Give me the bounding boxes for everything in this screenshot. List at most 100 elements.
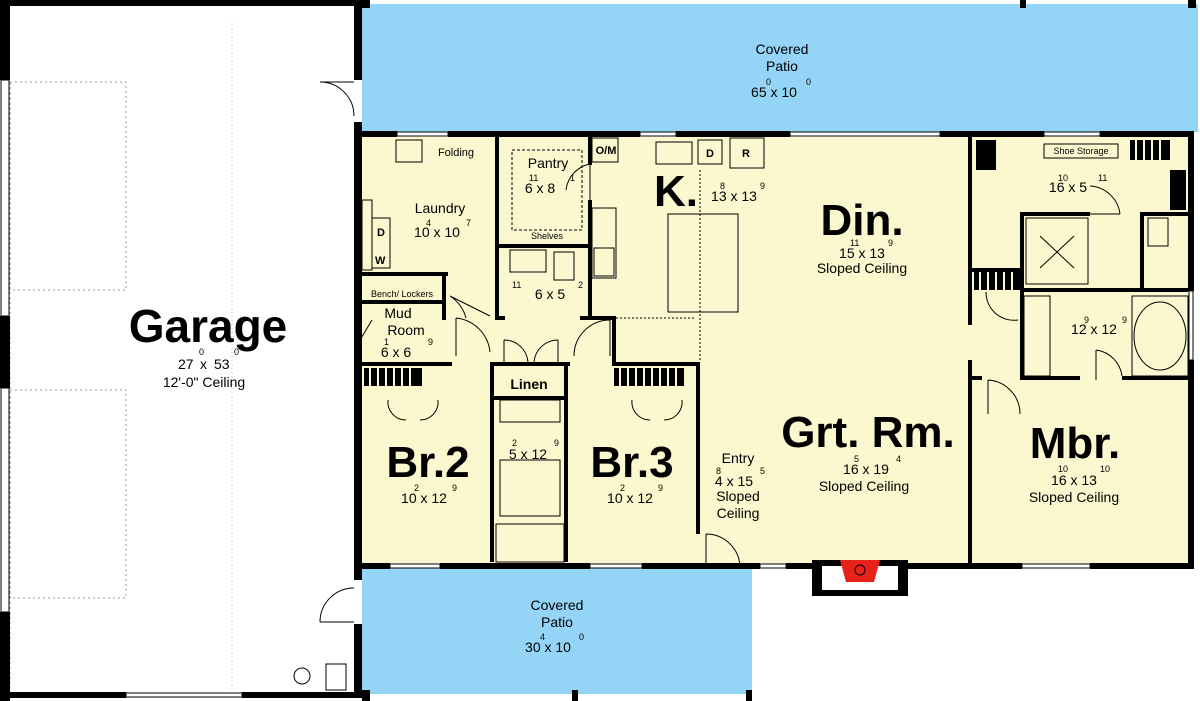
master-dim: 16 x 13 <box>1051 472 1097 488</box>
master-bath-sup1: 9 <box>1084 315 1089 325</box>
garage-dim-w: 27 <box>178 356 194 372</box>
garage-ceiling-note: 12'-0" Ceiling <box>163 374 245 390</box>
master-sup1: 10 <box>1058 464 1068 474</box>
garage-dim-sup1: 0 <box>199 347 204 357</box>
mudroom-sup1: 1 <box>384 337 389 347</box>
master-closet-sup1: 10 <box>1058 173 1068 183</box>
bath2-sup1: 11 <box>512 280 521 290</box>
br2-sup2: 9 <box>452 483 457 493</box>
garage-dim-sup2: 0 <box>234 347 239 357</box>
laundry-label: Laundry <box>415 200 466 216</box>
bath2-dim: 6 x 5 <box>535 286 566 302</box>
mudroom-bench-label: Bench/ Lockers <box>371 289 434 299</box>
patio-top-label-2: Patio <box>766 58 798 74</box>
fireplace-icon <box>854 564 866 576</box>
patio-top-sup2: 0 <box>806 77 811 87</box>
windows <box>0 79 1194 698</box>
patio-top-dim: 65 x 10 <box>751 84 797 100</box>
patio-top-label-1: Covered <box>756 41 809 57</box>
garage-bay-outline <box>9 389 127 599</box>
laundry-dim: 10 x 10 <box>414 224 460 240</box>
washer-label: W <box>375 255 386 267</box>
interior-walls <box>362 137 1190 563</box>
bath2-sup2: 2 <box>578 280 583 290</box>
shoe-storage-box <box>1043 143 1119 159</box>
br2-dim: 10 x 12 <box>401 490 447 506</box>
dining-sup1: 11 <box>850 238 859 248</box>
patio-top-sup1: 0 <box>766 77 771 87</box>
hallbath-sup2: 9 <box>554 438 559 448</box>
patio-bottom-sup2: 0 <box>579 632 584 642</box>
dining-label: Din. <box>820 196 903 245</box>
br3-sup2: 9 <box>658 483 663 493</box>
patio-bottom-label-2: Patio <box>541 614 573 630</box>
br2-label: Br.2 <box>386 438 469 487</box>
patio-bottom-dim: 30 x 10 <box>525 639 571 655</box>
pantry-label: Pantry <box>528 155 568 171</box>
closet-rod-gaps <box>369 140 1161 386</box>
entry-sup2: 5 <box>760 466 765 476</box>
hallbath-sup1: 2 <box>512 438 517 448</box>
master-closet-dim: 16 x 5 <box>1049 179 1087 195</box>
great-room-label: Grt. Rm. <box>781 408 955 457</box>
kitchen-dim: 13 x 13 <box>711 188 757 204</box>
entry-ceiling-2: Ceiling <box>717 505 760 521</box>
master-label: Mbr. <box>1030 419 1120 468</box>
mudroom-label-1: Mud <box>384 305 411 321</box>
laundry-folding-label: Folding <box>438 147 474 159</box>
mudroom-dim: 6 x 6 <box>381 344 412 360</box>
br3-sup1: 2 <box>620 483 625 493</box>
entry-dim: 4 x 15 <box>715 473 753 489</box>
br3-dim: 10 x 12 <box>607 490 653 506</box>
master-closet-sup2: 11 <box>1098 173 1107 183</box>
mudroom-label-2: Room <box>387 322 424 338</box>
master-bath-sup2: 9 <box>1122 315 1127 325</box>
linen-label: Linen <box>510 376 547 392</box>
door-swings <box>319 81 1123 623</box>
patio-bottom-label-1: Covered <box>531 597 584 613</box>
garage-dim-x: x <box>200 356 207 372</box>
entry-label: Entry <box>722 450 755 466</box>
kitchen-sup1: 8 <box>720 181 725 191</box>
great-room-sup2: 4 <box>896 454 901 464</box>
kitchen-label: K. <box>654 167 698 216</box>
br2-sup1: 2 <box>414 483 419 493</box>
kitchen-r-label: R <box>742 148 750 160</box>
patio-bottom-floor <box>362 566 752 694</box>
fixtures <box>293 137 1189 691</box>
master-ceiling-note: Sloped Ceiling <box>1029 489 1119 505</box>
patio-bottom-sup1: 4 <box>540 632 545 642</box>
master-sup2: 10 <box>1100 464 1110 474</box>
patio-top-floor <box>362 4 1198 132</box>
master-bath-dim: 12 x 12 <box>1071 321 1117 337</box>
mudroom-sup2: 9 <box>428 337 433 347</box>
garage-bay-outline <box>9 81 127 291</box>
garage-dim-h: 53 <box>214 356 230 372</box>
fireplace-firebox <box>840 560 880 582</box>
entry-sup1: 8 <box>716 466 721 476</box>
pantry-sup1: 11 <box>529 173 538 183</box>
pantry-dim: 6 x 8 <box>525 180 556 196</box>
entry-ceiling-1: Sloped <box>716 488 760 504</box>
dining-dim: 15 x 13 <box>839 245 885 261</box>
great-room-sup1: 5 <box>854 454 859 464</box>
hallbath-dim: 5 x 12 <box>509 446 547 462</box>
laundry-sup2: 7 <box>466 218 471 228</box>
kitchen-om-label: O/M <box>596 145 617 157</box>
garage-label: Garage <box>129 300 288 352</box>
pantry-sup2: 1 <box>570 173 575 183</box>
garage-floor <box>4 4 360 694</box>
pantry-shelves-label: Shelves <box>531 231 564 241</box>
kitchen-sup2: 9 <box>760 181 765 191</box>
great-room-ceiling-note: Sloped Ceiling <box>819 478 909 494</box>
dryer-label: D <box>377 227 385 239</box>
dining-sup2: 9 <box>888 238 893 248</box>
kitchen-d-label: D <box>706 148 714 160</box>
shoe-storage-label: Shoe Storage <box>1053 146 1108 156</box>
great-room-dim: 16 x 19 <box>843 461 889 477</box>
dining-ceiling-note: Sloped Ceiling <box>817 260 907 276</box>
br3-label: Br.3 <box>590 438 673 487</box>
laundry-sup1: 4 <box>426 218 431 228</box>
